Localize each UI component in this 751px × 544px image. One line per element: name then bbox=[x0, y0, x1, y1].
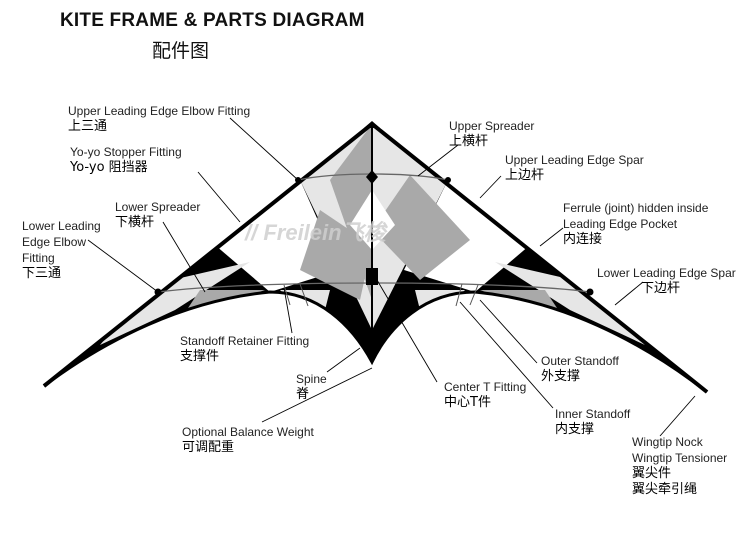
label-upper-le-spar: Upper Leading Edge Spar 上边杆 bbox=[505, 152, 644, 184]
label-ferrule-zh: 内连接 bbox=[563, 232, 603, 247]
lower-elbow-fitting-right bbox=[586, 288, 594, 296]
label-wingtip-zh1: 翼尖件 bbox=[632, 466, 672, 481]
label-yoyo-stopper: Yo-yo Stopper Fitting Yo-yo 阻挡器 bbox=[70, 144, 182, 176]
label-upper-spreader: Upper Spreader 上横杆 bbox=[449, 118, 534, 150]
label-lower-le-spar-zh: 下边杆 bbox=[641, 281, 681, 296]
center-t-fitting bbox=[366, 268, 378, 285]
label-upper-spreader-en: Upper Spreader bbox=[449, 119, 535, 133]
label-yoyo-stopper-en: Yo-yo Stopper Fitting bbox=[70, 145, 182, 159]
sail-panel-light-left-wing bbox=[100, 262, 250, 345]
label-upper-le-elbow-en: Upper Leading Edge Elbow Fitting bbox=[68, 104, 251, 118]
label-wingtip: Wingtip Nock Wingtip Tensioner 翼尖件 翼尖牵引绳 bbox=[632, 434, 727, 498]
label-lower-le-elbow-en1: Lower Leading bbox=[22, 219, 101, 233]
sail-panel-light-lower-right bbox=[415, 290, 465, 330]
label-standoff-retainer-en: Standoff Retainer Fitting bbox=[180, 334, 310, 348]
label-outer-standoff: Outer Standoff 外支撑 bbox=[541, 353, 619, 385]
label-ferrule-en2: Leading Edge Pocket bbox=[563, 217, 678, 231]
label-lower-le-elbow-en3: Fitting bbox=[22, 251, 55, 265]
upper-elbow-fitting-right bbox=[445, 177, 451, 183]
label-lower-spreader: Lower Spreader 下横杆 bbox=[115, 199, 200, 231]
label-inner-standoff-zh: 内支撑 bbox=[555, 422, 595, 437]
label-lower-le-elbow-en2: Edge Elbow bbox=[22, 235, 87, 249]
label-spine-zh: 脊 bbox=[296, 387, 310, 402]
label-lower-spreader-en: Lower Spreader bbox=[115, 200, 201, 214]
label-standoff-retainer: Standoff Retainer Fitting 支撑件 bbox=[180, 333, 309, 365]
label-outer-standoff-en: Outer Standoff bbox=[541, 354, 619, 368]
standoffs bbox=[283, 283, 479, 307]
label-ferrule: Ferrule (joint) hidden inside Leading Ed… bbox=[563, 200, 708, 248]
label-upper-le-elbow: Upper Leading Edge Elbow Fitting 上三通 bbox=[68, 103, 250, 135]
label-center-t-zh: 中心T件 bbox=[444, 395, 491, 410]
sail-panel-white-lower-left bbox=[290, 300, 305, 330]
label-lower-le-elbow: Lower Leading Edge Elbow Fitting 下三通 bbox=[22, 218, 101, 282]
diagram-title: KITE FRAME & PARTS DIAGRAM bbox=[60, 10, 365, 31]
label-standoff-retainer-zh: 支撑件 bbox=[180, 349, 220, 364]
label-inner-standoff-en: Inner Standoff bbox=[555, 407, 631, 421]
label-wingtip-en2: Wingtip Tensioner bbox=[632, 451, 728, 465]
label-balance-weight-zh: 可调配重 bbox=[182, 440, 235, 455]
label-upper-le-elbow-zh: 上三通 bbox=[68, 119, 108, 134]
label-wingtip-en1: Wingtip Nock bbox=[632, 435, 703, 449]
label-lower-le-spar: Lower Leading Edge Spar 下边杆 bbox=[597, 265, 736, 297]
label-center-t-en: Center T Fitting bbox=[444, 380, 527, 394]
label-spine: Spine 脊 bbox=[296, 371, 327, 403]
label-balance-weight: Optional Balance Weight 可调配重 bbox=[182, 424, 314, 456]
label-upper-spreader-zh: 上横杆 bbox=[449, 134, 489, 149]
label-yoyo-stopper-zh: Yo-yo 阻挡器 bbox=[70, 160, 148, 175]
sail-panel-white-lower-right bbox=[440, 300, 455, 330]
label-upper-le-spar-zh: 上边杆 bbox=[505, 168, 545, 183]
label-spine-en: Spine bbox=[296, 372, 327, 386]
sail-panel-gray-right bbox=[372, 175, 470, 280]
label-ferrule-en1: Ferrule (joint) hidden inside bbox=[563, 201, 709, 215]
label-lower-spreader-zh: 下横杆 bbox=[115, 215, 155, 230]
label-lower-le-spar-en: Lower Leading Edge Spar bbox=[597, 266, 736, 280]
label-lower-le-elbow-zh: 下三通 bbox=[22, 266, 62, 281]
label-balance-weight-en: Optional Balance Weight bbox=[182, 425, 314, 439]
fittings bbox=[154, 170, 594, 296]
leading-edge-left bbox=[42, 122, 374, 388]
leader-lines bbox=[87, 117, 696, 437]
sail-panel-light-right-wing bbox=[495, 262, 645, 345]
label-outer-standoff-zh: 外支撑 bbox=[541, 369, 581, 384]
diagram-subtitle: 配件图 bbox=[152, 40, 210, 62]
sail-panel-gray-center-left bbox=[300, 210, 372, 300]
watermark-text: // Freilein飞梭 bbox=[244, 220, 389, 245]
label-inner-standoff: Inner Standoff 内支撑 bbox=[555, 406, 630, 438]
label-center-t: Center T Fitting 中心T件 bbox=[444, 379, 526, 411]
label-upper-le-spar-en: Upper Leading Edge Spar bbox=[505, 153, 644, 167]
label-wingtip-zh2: 翼尖牵引绳 bbox=[632, 482, 698, 497]
yoyo-stopper-fitting bbox=[366, 170, 378, 184]
